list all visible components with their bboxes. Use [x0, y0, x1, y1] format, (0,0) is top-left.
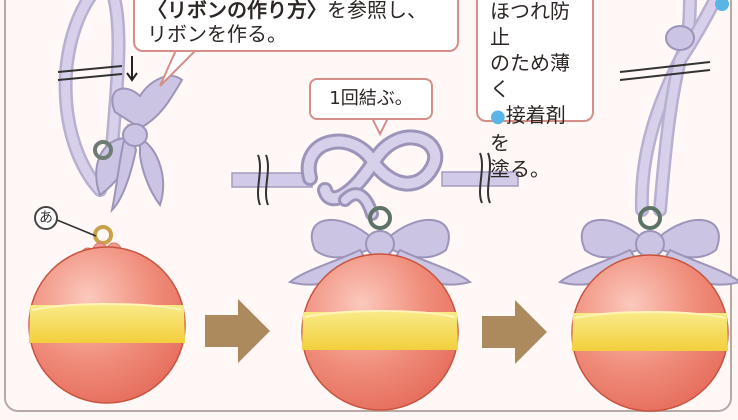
step3-glue-dot: [715, 0, 729, 11]
ribbon-reference-title: 〈リボンの作り方〉: [147, 0, 327, 22]
step1-band: [29, 305, 185, 343]
step1-down-arrow: [126, 56, 138, 82]
step2-cut-mark-right: [479, 152, 491, 204]
step1-gold-ring: [93, 225, 113, 245]
ribbon-instruction-callout: 〈リボンの作り方〉を参照し、 リボンを作る。: [133, 0, 459, 52]
mark-a-label: あ: [34, 206, 58, 230]
glue-dot-icon: ●: [490, 106, 506, 127]
glue-line3-text: 接着剤を: [490, 103, 566, 155]
step3-jump-ring: [638, 206, 662, 230]
tie-once-text: 1回結ぶ。: [329, 88, 413, 109]
ribbon-instruction-line1: 〈リボンの作り方〉を参照し、: [147, 0, 445, 22]
step2-ornament: [231, 129, 519, 411]
step2-jump-ring: [368, 206, 392, 230]
ribbon-reference-rest: を参照し、: [327, 0, 427, 22]
step2-cut-mark-left: [257, 154, 269, 206]
glue-line1: ほつれ防止: [490, 0, 570, 49]
glue-line3: ●接着剤を: [490, 102, 584, 156]
step3-band: [572, 313, 728, 351]
step-arrow-1: [205, 299, 270, 363]
callout2-pointer: [370, 117, 390, 137]
step2-band: [302, 312, 458, 350]
step2-bow: [287, 218, 473, 286]
mark-a-leader: [56, 219, 97, 237]
step3-bow: [557, 218, 738, 286]
step3-cut-mark: [619, 61, 711, 81]
step2-knot: [300, 129, 444, 221]
step-arrow-2: [482, 300, 547, 364]
ribbon-instruction-line2: リボンを作る。: [147, 22, 287, 46]
step1-bow: [95, 75, 184, 214]
step3-knot: [665, 25, 695, 51]
glue-line2: のため薄く: [490, 51, 570, 101]
glue-instruction-callout: ほつれ防止 のため薄く ●接着剤を 塗る。: [476, 0, 594, 181]
step1-ornament: [28, 0, 186, 404]
tie-once-callout: 1回結ぶ。: [309, 78, 433, 120]
step1-jump-ring: [93, 140, 113, 160]
step3-ornament: [557, 0, 738, 412]
step1-cut-mark: [57, 65, 123, 81]
glue-line4: 塗る。: [490, 157, 550, 181]
